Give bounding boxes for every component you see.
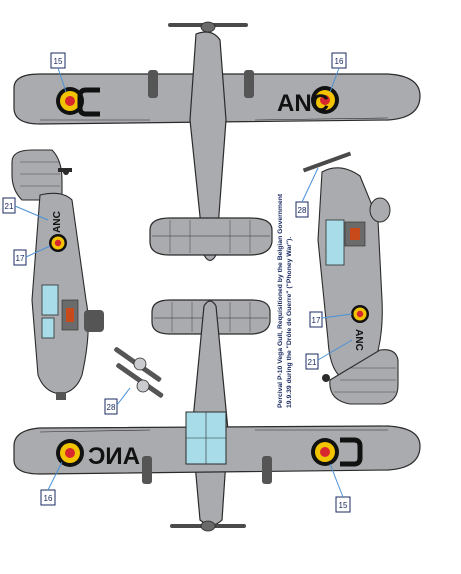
svg-text:21: 21 [5,202,14,211]
callout-21-right: 21 [305,339,353,370]
top-view-roundel-left [56,87,84,115]
svg-text:16: 16 [44,494,53,503]
top-view-registration: ANC [277,90,329,117]
callout-15-top: 15 [50,52,67,93]
svg-text:21: 21 [308,358,317,367]
callout-16-bottom: 16 [40,461,63,506]
bottom-view-roundel-left [56,439,84,467]
top-view-tailplane [149,217,273,256]
left-side-roundel [49,234,67,252]
right-side-roundel [351,305,369,323]
callout-15-bottom: 15 [329,463,351,513]
callout-28-prop: 28 [104,387,131,415]
top-view-roundel-right [311,86,339,114]
bottom-view-registration: ANC [88,443,140,470]
left-side-registration: ANC [52,211,63,233]
caption-line-1: Percival P-10 Vega Gull, Requisitioned b… [277,193,284,408]
left-side-fuselage [31,192,89,395]
callout-28-right: 28 [295,167,319,218]
svg-text:16: 16 [335,57,344,66]
callout-16-top: 16 [329,52,347,93]
svg-text:15: 15 [339,501,348,510]
callout-17-right: 17 [309,311,353,328]
left-side-view-aircraft: ANC [11,149,104,400]
svg-text:28: 28 [298,206,307,215]
caption: Percival P-10 Vega Gull, Requisitioned b… [277,193,293,408]
svg-text:17: 17 [16,254,25,263]
svg-text:15: 15 [54,57,63,66]
callout-21-left: 21 [2,197,49,221]
callout-17-left: 17 [13,245,51,266]
right-side-fuselage [317,167,383,381]
right-side-view-aircraft: ANC [302,151,399,405]
svg-text:28: 28 [107,403,116,412]
bottom-view-aircraft: ANC [13,299,421,532]
caption-line-2: 19.9.39 during the "Drôle de Guerre" ("P… [286,237,293,408]
propeller-detail [114,347,164,398]
right-side-registration: ANC [353,329,364,351]
bottom-view-roundel-right [311,438,339,466]
top-view-aircraft: ANC [13,21,421,262]
svg-text:17: 17 [312,316,321,325]
